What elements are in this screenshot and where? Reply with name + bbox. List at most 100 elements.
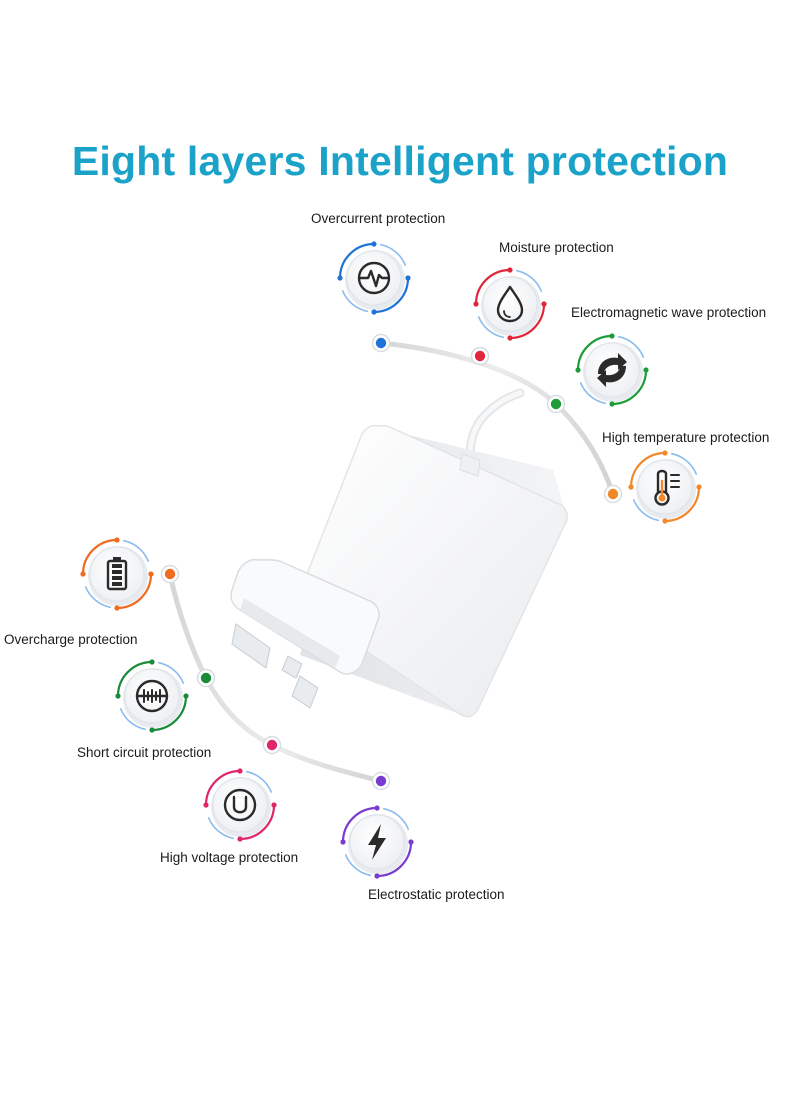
charger-adapter [230,424,568,718]
battery-icon [106,557,128,591]
badge-arc [610,368,648,406]
badge-arc-end [149,727,155,733]
short-circuit-icon [135,679,169,713]
high-temperature-protection-label: High temperature protection [602,430,770,445]
badge-arc [474,268,512,306]
moisture-protection-label: Moisture protection [499,240,614,255]
badge-arc-end [473,301,479,307]
badge-arc-end [609,401,615,407]
voltage-u-badge [203,768,277,842]
badge-arc [207,817,234,840]
connector-dot [603,484,623,504]
badge-arc [629,451,667,489]
badge-arc [150,694,188,732]
badge-disk [584,342,640,398]
badge-arc [341,290,368,313]
badge-arc-end [374,805,380,811]
badge-arc-end [203,802,209,808]
connector-dot [262,735,282,755]
connector-dot [196,668,216,688]
badge-arc [344,854,371,877]
water-drop-icon [496,285,524,323]
lightning-bolt-badge [340,805,414,879]
badge-arc [663,485,701,523]
badge-arc-end [115,693,121,699]
badge-arc-end [662,518,668,524]
badge-arc [204,769,242,807]
short-circuit-protection-label: Short circuit protection [77,745,212,760]
badge-arc-end [183,693,189,699]
voltage-u-icon [223,788,257,822]
badge-arc-end [696,484,702,490]
badge-arc [115,572,153,610]
badge-arc [516,269,543,292]
badge-arc-end [507,267,513,273]
badge-arc-end [371,241,377,247]
badge-arc [338,242,376,280]
lower-connector-arc [167,571,384,784]
high-voltage-protection-label: High voltage protection [160,850,299,865]
badge-disk [482,276,538,332]
badge-arc-end [575,367,581,373]
electrostatic-protection-label: Electrostatic protection [368,887,505,902]
badge-arc-end [271,802,277,808]
page-title: Eight layers Intelligent protection [71,138,729,184]
badge-arc-end [405,275,411,281]
badge-arc-end [80,571,86,577]
lightning-bolt-icon [368,824,386,860]
heartbeat-icon [357,261,391,295]
badge-arc-end [643,367,649,373]
badge-arc-end [628,484,634,490]
sync-arrows-badge [575,333,649,407]
electromagnetic-wave-protection-label: Electromagnetic wave protection [571,305,767,320]
badge-arc [383,807,410,830]
badge-arc [671,452,698,475]
badge-arc [477,316,504,339]
badge-arc-end [408,839,414,845]
sync-arrows-icon [597,353,627,387]
badge-arc-end [114,605,120,611]
badge-arc [380,243,407,266]
badge-arc [81,538,119,576]
connector-dot [546,394,566,414]
badge-arc-end [507,335,513,341]
connector-dot [371,771,391,791]
badge-arc-end [114,537,120,543]
water-drop-badge [473,267,547,341]
badge-arc-end [371,309,377,315]
badge-arc [576,334,614,372]
badge-arc-end [148,571,154,577]
badge-arc [341,806,379,844]
badge-arc-end [237,836,243,842]
badge-arc [246,770,273,793]
heartbeat-badge [337,241,411,315]
thermometer-badge [628,450,702,524]
badge-arc-end [237,768,243,774]
badge-arc [158,661,185,684]
badge-arc-end [374,873,380,879]
connector-dot [371,333,391,353]
battery-badge [80,537,154,611]
badge-arc [508,302,546,340]
badge-arc [579,382,606,405]
badge-arc [116,660,154,698]
badge-arc-end [662,450,668,456]
overcurrent-protection-label: Overcurrent protection [311,211,446,226]
short-circuit-badge [115,659,189,733]
badge-arc [372,276,410,314]
badge-arc [375,840,413,878]
badge-disk [212,777,268,833]
overcharge-protection-label: Overcharge protection [4,632,138,647]
badge-arc-end [149,659,155,665]
badge-arc [618,335,645,358]
thermometer-icon [654,469,680,506]
connector-dot [470,346,490,366]
badge-arc [84,586,111,609]
badge-arc-end [340,839,346,845]
badge-arc-end [609,333,615,339]
badge-arc [238,803,276,841]
badge-arc [123,539,150,562]
badge-arc-end [337,275,343,281]
